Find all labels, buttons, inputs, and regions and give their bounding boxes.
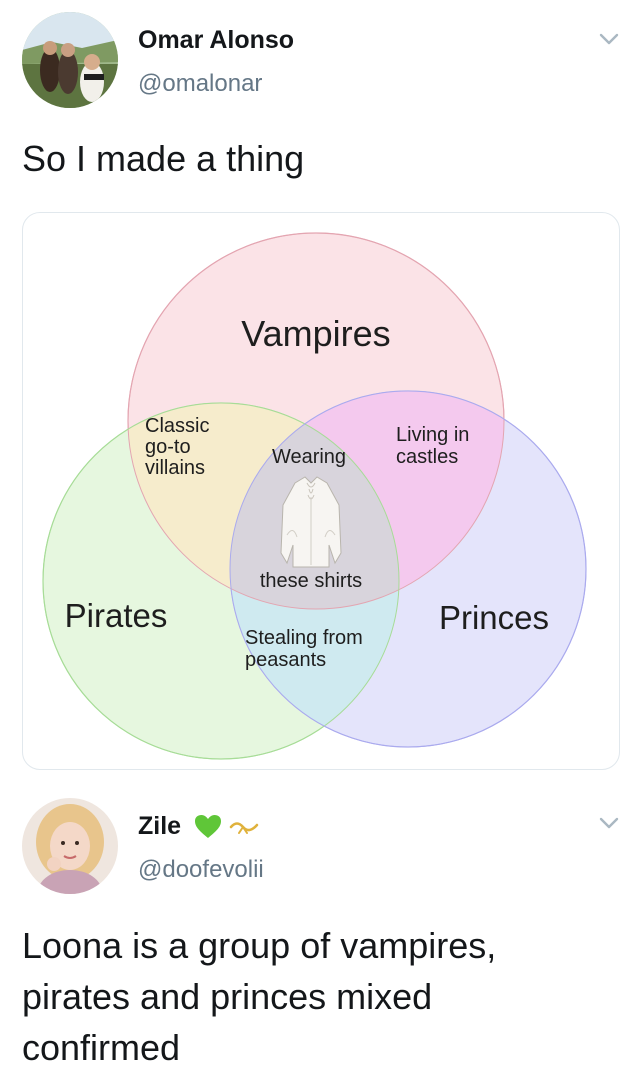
center-bottom-label: these shirts — [260, 570, 362, 592]
pirates-label: Pirates — [65, 597, 168, 634]
avatar[interactable] — [22, 798, 118, 894]
display-name[interactable]: Zile — [138, 812, 259, 841]
tweet-text-line: Loona is a group of vampires, — [22, 925, 497, 966]
ribbon-icon — [229, 822, 259, 835]
tweet-text: So I made a thing — [22, 138, 305, 179]
display-name-text: Zile — [138, 812, 182, 840]
vampires-label: Vampires — [241, 313, 390, 354]
tweet-2: Zile @doofevolii Loona is a group of vam… — [0, 780, 640, 1080]
tweet-text: Loona is a group of vampires, pirates an… — [22, 920, 496, 1073]
media-card[interactable]: Vampires Pirates Princes Classic go-to v… — [22, 212, 620, 770]
chevron-down-icon[interactable] — [596, 810, 622, 836]
pirates-princes-label: Stealing from peasants — [245, 627, 368, 671]
profile-photo-icon — [22, 12, 118, 108]
profile-photo-icon — [22, 798, 118, 894]
princes-label: Princes — [439, 599, 549, 636]
venn-diagram: Vampires Pirates Princes Classic go-to v… — [42, 232, 587, 760]
user-handle[interactable]: @doofevolii — [138, 856, 264, 883]
display-name[interactable]: Omar Alonso — [138, 26, 295, 54]
user-handle[interactable]: @omalonar — [138, 70, 263, 97]
vampires-princes-label: Living in castles — [396, 424, 475, 468]
green-heart-icon — [195, 815, 222, 839]
avatar[interactable] — [22, 12, 118, 108]
center-top-label: Wearing — [272, 446, 346, 468]
tweet-1: Omar Alonso @omalonar So I made a thing — [22, 12, 622, 770]
chevron-down-icon[interactable] — [596, 26, 622, 52]
vampires-pirates-label: Classic go-to villains — [145, 415, 215, 479]
tweet-text-line: pirates and princes mixed — [22, 976, 433, 1017]
white-ruffled-shirt-icon — [280, 476, 342, 568]
tweet-text-line: confirmed — [22, 1027, 181, 1068]
